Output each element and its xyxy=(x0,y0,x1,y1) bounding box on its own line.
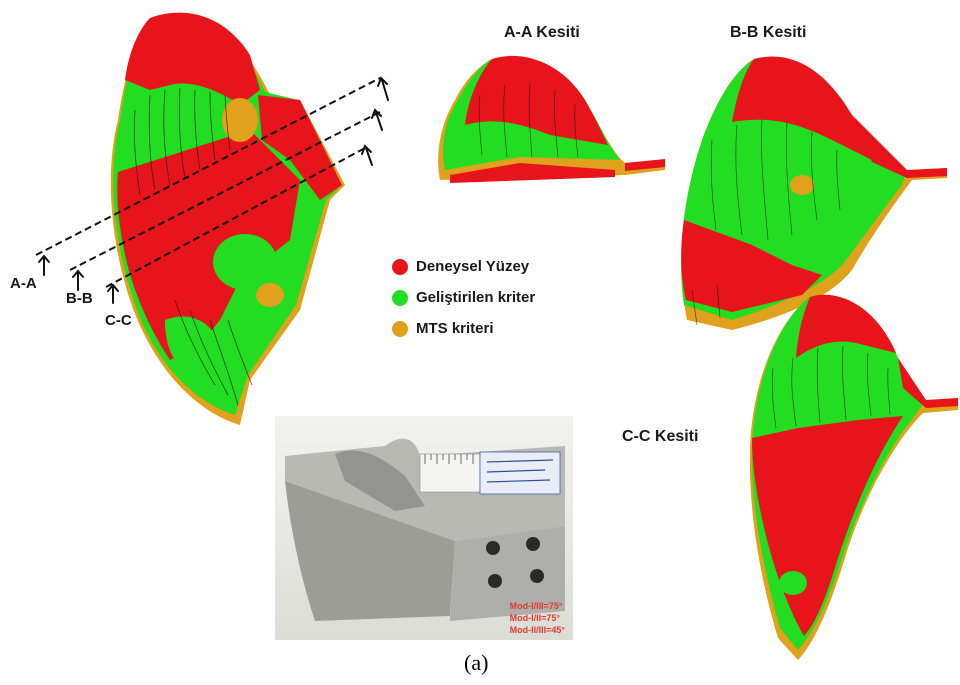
specimen-label: Mod-II/III=45° xyxy=(509,625,565,635)
specimen-label: Mod-I/III=75° xyxy=(509,601,563,611)
legend-label: MTS kriteri xyxy=(416,320,494,337)
cut-line-bb xyxy=(69,111,381,271)
cut-label-aa: A-A xyxy=(10,275,37,292)
section-aa-surface xyxy=(438,55,665,183)
section-title-cc: C-C Kesiti xyxy=(622,428,699,445)
legend-swatch-green xyxy=(392,289,408,306)
legend-item: MTS kriteri xyxy=(392,320,535,337)
section-bb-surface xyxy=(681,56,947,330)
specimen-photo: Mod-I/III=75° Mod-I/II=75° Mod-II/III=45… xyxy=(275,416,573,640)
specimen-block xyxy=(285,438,565,621)
section-title-bb: B-B Kesiti xyxy=(730,24,807,41)
legend-swatch-orange xyxy=(392,320,408,337)
main-fracture-surface xyxy=(110,12,345,425)
cut-line-cc xyxy=(105,147,366,288)
section-title-aa: A-A Kesiti xyxy=(504,24,580,41)
section-cc-surface xyxy=(749,294,958,660)
legend-swatch-red xyxy=(392,258,408,275)
cut-lines xyxy=(35,76,389,304)
legend-label: Deneysel Yüzey xyxy=(416,258,530,275)
legend: Deneysel Yüzey Geliştirilen kriter MTS k… xyxy=(392,258,535,337)
cut-line-aa xyxy=(35,77,381,256)
cut-label-cc: C-C xyxy=(105,312,132,329)
specimen-labels: Mod-I/III=75° Mod-I/II=75° Mod-II/III=45… xyxy=(510,600,565,636)
figure-caption: (a) xyxy=(464,650,489,675)
legend-item: Deneysel Yüzey xyxy=(392,258,535,275)
legend-item: Geliştirilen kriter xyxy=(392,289,535,306)
legend-label: Geliştirilen kriter xyxy=(416,289,536,306)
specimen-label: Mod-I/II=75° xyxy=(509,613,560,623)
cut-label-bb: B-B xyxy=(66,290,93,307)
